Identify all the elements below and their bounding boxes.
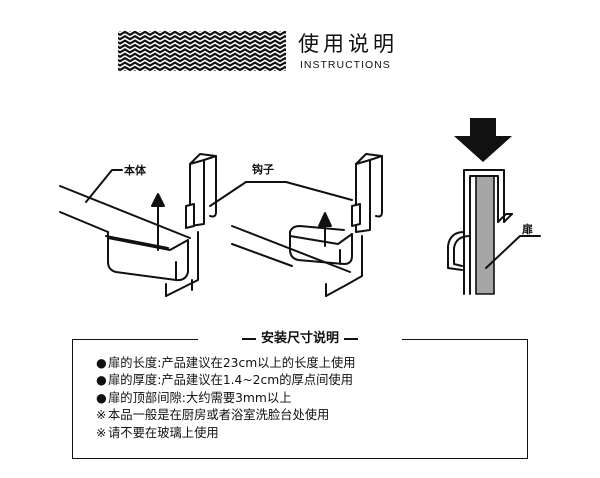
left-hook — [185, 153, 217, 229]
middle-door — [325, 235, 363, 297]
left-door — [165, 231, 199, 297]
page-title: 使用说明 — [298, 32, 398, 56]
left-arrow-up — [151, 193, 165, 251]
install-info-list: ●扉的长度:产品建议在23cm以上的长度上使用 ●扉的厚度:产品建议在1.4~2… — [96, 355, 356, 442]
info-text: 扉的长度:产品建议在23cm以上的长度上使用 — [108, 356, 356, 370]
middle-arrow-up — [318, 212, 332, 247]
section-hook — [447, 169, 513, 295]
left-holder — [105, 231, 189, 282]
bullet-icon: ● — [96, 373, 107, 388]
hook-label: 钩子 — [252, 163, 274, 176]
left-rail — [59, 185, 191, 239]
zigzag-line — [118, 48, 286, 54]
zigzag-line — [118, 39, 286, 45]
door-callout-line — [485, 235, 541, 269]
info-line: ●扉的顶部间隙:大约需要3mm以上 — [96, 390, 356, 407]
info-text: 请不要在玻璃上使用 — [108, 425, 219, 440]
info-line: ※请不要在玻璃上使用 — [96, 425, 356, 442]
note-icon: ※ — [96, 425, 107, 440]
install-title-text: 安装尺寸说明 — [260, 331, 339, 346]
bullet-icon: ● — [96, 356, 107, 370]
door-section — [475, 175, 495, 295]
title-dash-right — [344, 337, 358, 340]
zigzag-line — [118, 31, 286, 37]
bullet-icon: ● — [96, 390, 107, 405]
page-subtitle: INSTRUCTIONS — [300, 59, 391, 71]
info-line: ※本品一般是在厨房或者浴室洗脸台处使用 — [96, 407, 356, 424]
note-icon: ※ — [96, 408, 107, 423]
zigzag-line — [118, 34, 286, 41]
hook-callout-line-left — [209, 181, 353, 207]
press-arrow-down — [454, 118, 512, 162]
info-text: 扉的厚度:产品建议在1.4~2cm的厚点间使用 — [108, 373, 354, 388]
zigzag-line — [118, 56, 286, 63]
body-label: 本体 — [124, 164, 146, 177]
title-dash-left — [241, 337, 256, 340]
info-text: 扉的顶部间隙:大约需要3mm以上 — [108, 390, 292, 405]
zigzag-line — [118, 52, 286, 59]
middle-holder — [289, 225, 353, 265]
info-line: ●扉的厚度:产品建议在1.4~2cm的厚点间使用 — [96, 372, 356, 389]
body-callout-line — [85, 169, 123, 203]
zigzag-line — [118, 43, 286, 50]
zigzag-line — [118, 65, 286, 71]
middle-hook — [351, 153, 383, 233]
info-text: 本品一般是在厨房或者浴室洗脸台处使用 — [108, 408, 330, 423]
door-label: 扉 — [522, 223, 533, 236]
info-line: ●扉的长度:产品建议在23cm以上的长度上使用 — [96, 355, 356, 372]
install-info-title: 安装尺寸说明 — [198, 327, 402, 346]
zigzag-line — [118, 61, 286, 67]
